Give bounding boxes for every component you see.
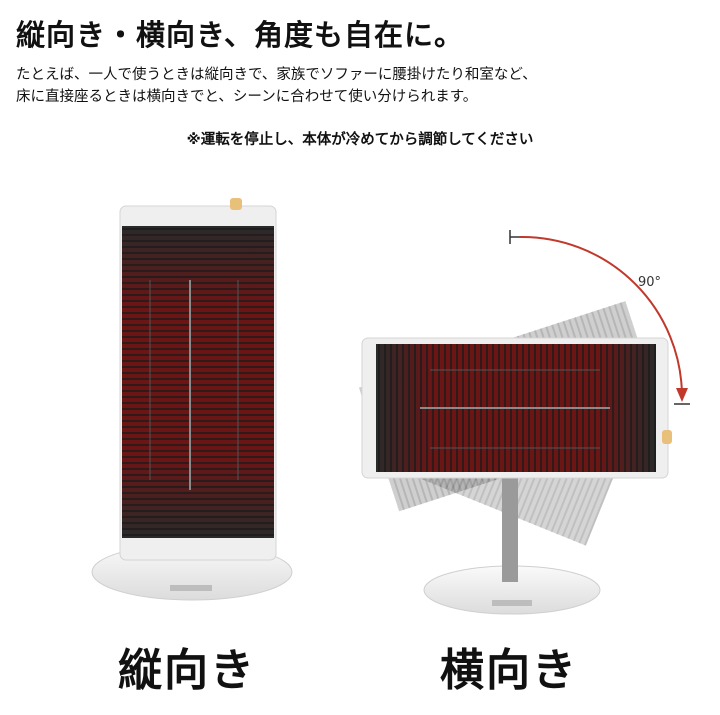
rotation-arrow-icon [509,230,690,405]
description-line-1: たとえば、一人で使うときは縦向きで、家族でソファーに腰掛けたり和室など、 [16,67,537,83]
description: たとえば、一人で使うときは縦向きで、家族でソファーに腰掛けたり和室など、 床に直… [16,64,537,108]
notice: ※運転を停止し、本体が冷めてから調節してください [186,132,534,148]
horizontal-heater [359,301,672,615]
headline: 縦向き・横向き、角度も自在に。 [16,18,464,52]
vertical-heater [91,198,293,601]
horizontal-heater-pole [502,470,518,582]
caption-vertical: 縦向き [118,645,256,696]
description-line-2: 床に直接座るときは横向きでと、シーンに合わせて使い分けられます。 [16,89,478,105]
caption-horizontal: 横向き [440,645,578,696]
power-knob [230,198,242,210]
heater-illustration: 90° [91,198,690,615]
rotation-angle-label: 90° [638,275,661,290]
